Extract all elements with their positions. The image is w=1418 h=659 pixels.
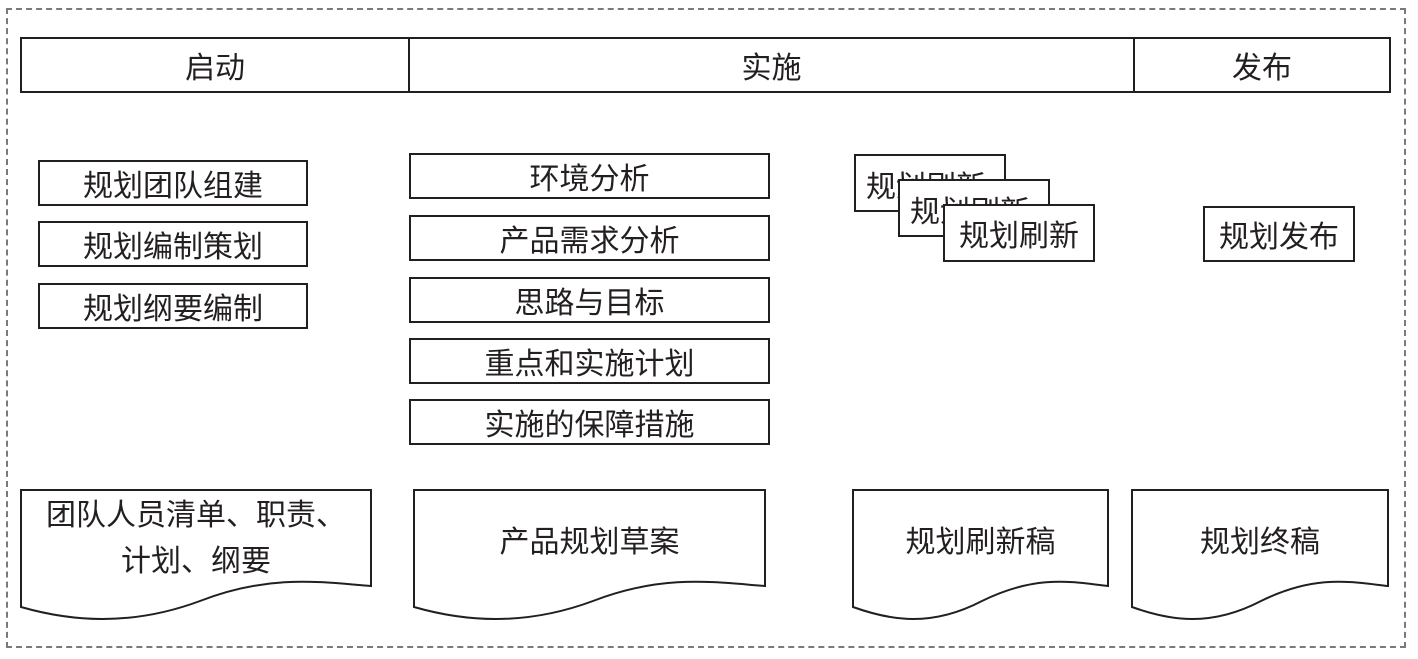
task-team-building: 规划团队组建 (38, 160, 308, 206)
task-environment-analysis: 环境分析 (409, 153, 770, 199)
phase-release: 发布 (1133, 39, 1389, 91)
task-safeguard-measures: 实施的保障措施 (409, 399, 770, 445)
phase-start: 启动 (185, 51, 245, 86)
doc-product-draft-label: 产品规划草案 (499, 525, 680, 560)
task-key-plan: 重点和实施计划 (409, 338, 770, 384)
phase-implement: 实施 (408, 39, 1133, 91)
task-outline-drafting: 规划纲要编制 (38, 283, 308, 329)
task-plan-release: 规划发布 (1203, 206, 1355, 262)
diagram-frame (6, 8, 1406, 648)
doc-team-list: 团队人员清单、职责、 计划、纲要 (20, 489, 372, 624)
task-demand-analysis: 产品需求分析 (409, 215, 770, 261)
document-shape-icon (852, 489, 1109, 620)
doc-team-list-line2: 计划、纲要 (121, 544, 271, 579)
doc-refresh-draft: 规划刷新稿 (852, 489, 1109, 624)
doc-final-draft: 规划终稿 (1131, 489, 1389, 624)
document-shape-icon (413, 489, 766, 620)
phase-header-row: 启动 实施 发布 (20, 37, 1391, 93)
task-planning-strategy: 规划编制策划 (38, 221, 308, 267)
doc-team-list-line1: 团队人员清单、职责、 (46, 498, 346, 533)
refresh-box-front: 规划刷新 (943, 204, 1095, 262)
doc-product-draft: 产品规划草案 (413, 489, 766, 624)
task-ideas-goals: 思路与目标 (409, 277, 770, 323)
document-shape-icon (1131, 489, 1389, 620)
document-shape-icon (20, 489, 372, 620)
doc-final-draft-label: 规划终稿 (1200, 525, 1320, 560)
doc-refresh-draft-label: 规划刷新稿 (905, 525, 1056, 560)
